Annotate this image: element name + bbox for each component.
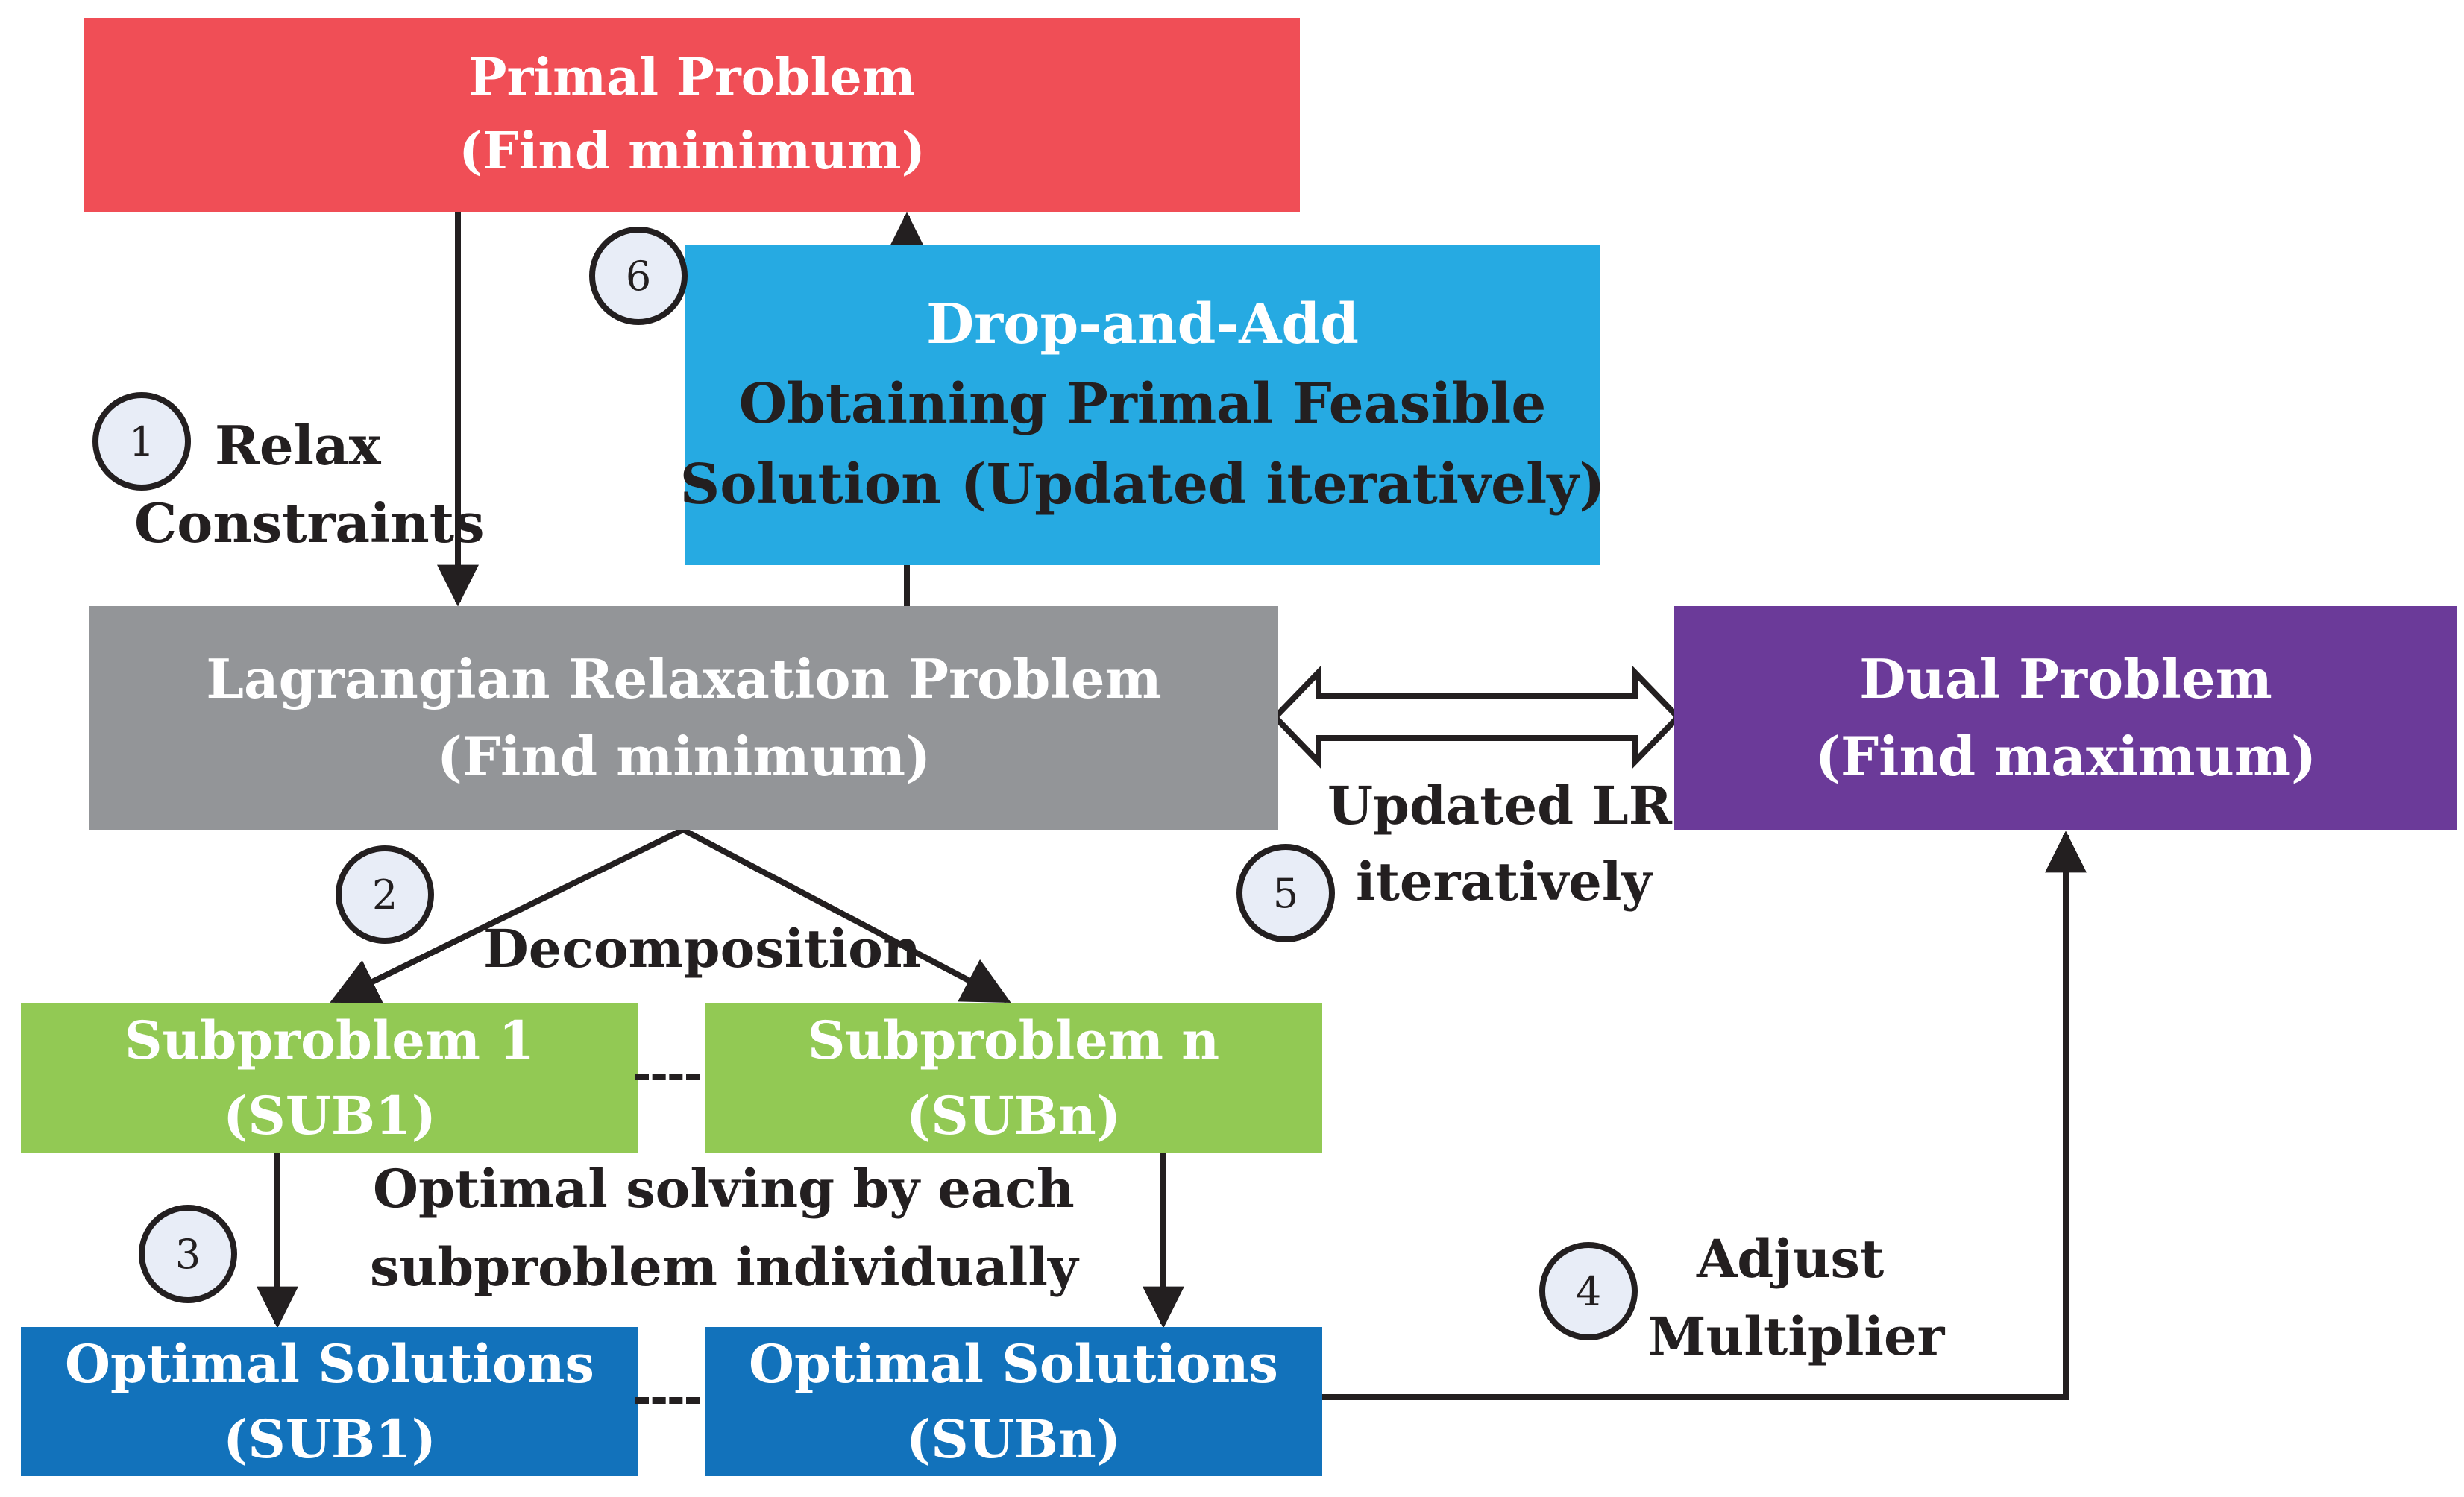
updated-lr-label-line2: iteratively <box>1356 851 1653 913</box>
arrow-adjust-multiplier <box>1322 831 2087 1400</box>
optimal-solving-label-line2: subproblem individually <box>370 1236 1078 1298</box>
step-6-badge: 6 <box>589 227 688 325</box>
step-2-badge: 2 <box>336 845 434 944</box>
adjust-label: Adjust <box>1697 1228 1885 1290</box>
multiplier-label: Multiplier <box>1648 1305 1945 1367</box>
drop-and-add-line3: Solution (Updated iteratively) <box>679 452 1606 517</box>
arrow-decompose-right <box>682 827 1011 1003</box>
optimal-solutions-1-code: (SUB1) <box>223 1408 436 1470</box>
primal-problem-title: Primal Problem <box>468 48 916 108</box>
updated-lr-label-line1: Updated LR <box>1327 775 1672 836</box>
step-3-badge: 3 <box>139 1205 237 1303</box>
subproblem-n-box: Subproblem n (SUBn) <box>705 1003 1322 1153</box>
step-5-badge: 5 <box>1236 844 1335 942</box>
optimal-solutions-n-title: Optimal Solutions <box>749 1332 1278 1395</box>
optimal-solutions-n-box: Optimal Solutions (SUBn) <box>705 1327 1322 1476</box>
drop-and-add-box: Drop-and-Add Obtaining Primal Feasible S… <box>680 245 1605 565</box>
subproblem-1-title: Subproblem 1 <box>124 1009 535 1071</box>
primal-problem-box: Primal Problem (Find minimum) <box>84 18 1300 212</box>
primal-problem-subtitle: (Find minimum) <box>459 122 925 181</box>
subproblem-ellipsis <box>635 1074 700 1080</box>
step-4-badge: 4 <box>1539 1242 1638 1340</box>
dual-problem-subtitle: (Find maximum) <box>1814 725 2317 788</box>
optimal-solutions-1-box: Optimal Solutions (SUB1) <box>21 1327 638 1476</box>
optimal-solutions-n-code: (SUBn) <box>906 1408 1121 1470</box>
step-1-badge: 1 <box>92 392 191 491</box>
subproblem-1-box: Subproblem 1 (SUB1) <box>21 1003 638 1153</box>
drop-and-add-line2: Obtaining Primal Feasible <box>738 372 1547 437</box>
subproblem-n-code: (SUBn) <box>906 1085 1121 1147</box>
subproblem-n-title: Subproblem n <box>807 1009 1220 1071</box>
subproblem-1-code: (SUB1) <box>223 1085 436 1147</box>
double-arrow-lr-dual <box>1271 665 1682 769</box>
constraints-label: Constraints <box>134 491 485 555</box>
optimal-solutions-1-title: Optimal Solutions <box>65 1332 594 1395</box>
arrow-decompose-left <box>330 827 685 1003</box>
relax-label: Relax <box>215 414 381 477</box>
dual-problem-title: Dual Problem <box>1859 646 2272 710</box>
drop-and-add-title: Drop-and-Add <box>925 292 1360 357</box>
decomposition-label: Decomposition <box>483 918 921 980</box>
lagrangian-relaxation-box: Lagrangian Relaxation Problem (Find mini… <box>89 606 1278 830</box>
lagrangian-title: Lagrangian Relaxation Problem <box>206 646 1162 710</box>
optimal-solving-label-line1: Optimal solving by each <box>373 1158 1075 1220</box>
solutions-ellipsis <box>635 1397 700 1404</box>
lagrangian-subtitle: (Find minimum) <box>436 725 931 788</box>
dual-problem-box: Dual Problem (Find maximum) <box>1674 606 2457 830</box>
